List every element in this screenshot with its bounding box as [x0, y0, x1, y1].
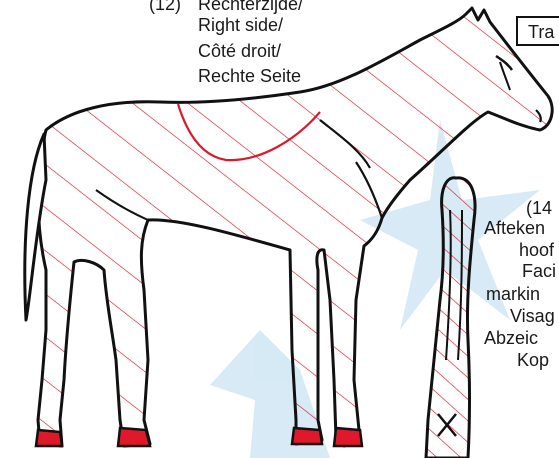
label-14-french: Visag — [510, 306, 555, 327]
label-14-dutch-2: hoof — [519, 240, 554, 261]
hoof-hind-right — [118, 428, 150, 446]
label-12-german: Rechte Seite — [198, 66, 301, 87]
label-12-french: Côté droit/ — [198, 41, 281, 62]
label-14-number: (14 — [526, 198, 552, 219]
hooves — [36, 428, 362, 446]
label-12-dutch: Rechterzijde/ — [198, 0, 303, 15]
label-14-group: (14 Afteken hoof Faci markin Visag Abzei… — [480, 198, 559, 408]
label-14-german-1: Abzeic — [484, 328, 538, 349]
hoof-fore-right — [334, 428, 362, 446]
hoof-fore-left — [292, 428, 322, 444]
corner-box-text: Tra — [528, 22, 554, 42]
label-14-english-2: markin — [486, 284, 540, 305]
label-14-german-2: Kop — [517, 350, 549, 371]
label-12-english: Right side/ — [198, 15, 283, 36]
hoof-hind-left — [36, 430, 62, 446]
label-14-dutch-1: Afteken — [484, 218, 545, 239]
label-14-english-1: Faci — [522, 261, 556, 282]
corner-label-box: Tra — [516, 16, 559, 46]
label-12-number: (12) — [149, 0, 181, 15]
